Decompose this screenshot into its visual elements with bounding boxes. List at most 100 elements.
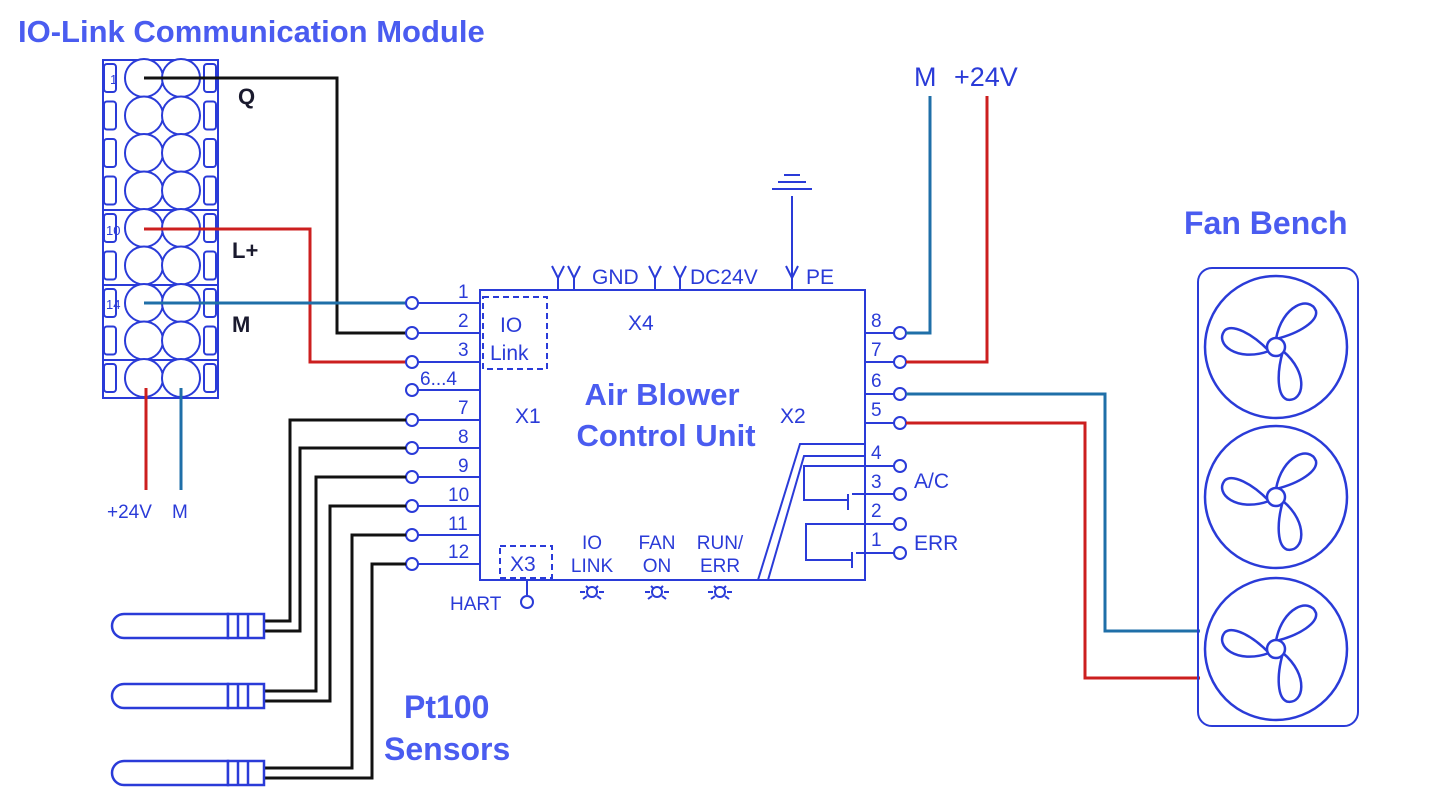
led-fan-on-line1: FAN [639, 533, 676, 554]
signal-q-label: Q [238, 84, 255, 109]
x1-pin-2: 2 [458, 311, 469, 332]
fan-bench-title: Fan Bench [1184, 205, 1348, 241]
sensor-3-wire-b [262, 562, 406, 780]
x2-pin-5: 5 [871, 400, 882, 421]
fan-wire-red [906, 421, 1200, 680]
led-io-link-icon [579, 585, 605, 600]
unit-title-line1: Air Blower [584, 377, 739, 412]
sensor-2-wire-a [262, 475, 406, 693]
sensor-2-probe [110, 682, 266, 710]
led-run-err-line2: ERR [700, 556, 740, 577]
io-link-box-line1: IO [500, 314, 522, 337]
module-terminal-slot [203, 325, 217, 356]
relay-contacts [757, 443, 865, 581]
module-terminal-10: 10 [106, 223, 120, 238]
module-terminal-slot [103, 138, 117, 168]
x4-terminals [551, 174, 812, 290]
x2-pin-7: 7 [871, 340, 882, 361]
signal-m-label: M [232, 312, 250, 337]
wire-lplus-to-x1-3 [144, 227, 412, 364]
module-terminal-screw [161, 320, 201, 361]
module-terminal-slot [103, 63, 117, 93]
x1-pin-11: 11 [448, 514, 468, 535]
sensors-title-line2: Sensors [384, 731, 510, 767]
x1-pin-12: 12 [448, 542, 469, 563]
x3-box [499, 545, 553, 579]
module-terminal-screw [161, 170, 201, 211]
fan-wire-blue [906, 392, 1200, 633]
module-terminal-slot [103, 175, 117, 206]
module-terminal-screw [124, 320, 164, 361]
x1-pin-3: 3 [458, 340, 469, 361]
sensor-3-probe [110, 759, 266, 787]
led-fan-on-icon [644, 585, 670, 600]
sensors-title-line1: Pt100 [404, 689, 489, 725]
x2-pin-6: 6 [871, 371, 882, 392]
sensor-1-wire-a [262, 418, 406, 623]
sensor-3-wire-a [262, 533, 406, 770]
sensor-1-wire-b [262, 446, 406, 633]
supply-m-wire [906, 96, 932, 335]
module-terminal-slot [203, 175, 217, 206]
relay-err-label: ERR [914, 532, 958, 555]
x2-pin-4: 4 [871, 443, 882, 464]
x2-pin-3: 3 [871, 472, 882, 493]
signal-lplus-label: L+ [232, 238, 258, 263]
sensor-2-wire-b [262, 504, 406, 703]
io-link-box [482, 296, 548, 370]
led-run-err-line1: RUN/ [697, 533, 744, 554]
io-link-module [102, 58, 219, 399]
x4-dc24v-label: DC24V [690, 266, 758, 289]
module-terminal-14: 14 [106, 297, 120, 312]
x1-pin-10: 10 [448, 485, 469, 506]
x4-label: X4 [628, 312, 654, 335]
module-terminal-1: 1 [110, 72, 117, 87]
x2-pin-1: 1 [871, 530, 882, 551]
module-terminal-screw [124, 170, 164, 211]
supply-24v-wire [906, 96, 989, 364]
x2-pins [865, 326, 907, 560]
unit-title-line2: Control Unit [576, 418, 755, 453]
io-link-box-line2: Link [490, 342, 529, 365]
wire-q-to-x1-2 [144, 76, 412, 335]
led-fan-on-line2: ON [643, 556, 672, 577]
x1-pins [405, 296, 480, 571]
module-terminal-screw [124, 358, 164, 398]
module-terminal-slot [103, 288, 117, 318]
module-terminal-slot [103, 363, 117, 393]
hart-label: HART [450, 594, 502, 615]
fan-bench [1197, 267, 1359, 727]
module-terminal-screw [161, 245, 201, 286]
supply-m-label: M [914, 62, 937, 92]
module-terminal-screw [161, 133, 201, 173]
x1-pin-6-4: 6...4 [420, 369, 457, 390]
x4-pe-label: PE [806, 266, 834, 289]
module-supply-24v-label: +24V [107, 502, 152, 523]
module-terminal-slot [203, 100, 217, 131]
hart-pin [520, 595, 534, 609]
module-terminal-screw [124, 245, 164, 286]
sensor-1-probe [110, 612, 266, 640]
x1-label: X1 [515, 405, 541, 428]
module-terminal-screw [161, 95, 201, 136]
x1-pin-1: 1 [458, 282, 469, 303]
module-terminal-slot [103, 250, 117, 281]
led-io-link-line2: LINK [571, 556, 614, 577]
led-io-link-line1: IO [582, 533, 602, 554]
module-terminal-screw [124, 95, 164, 136]
relay-ac-label: A/C [914, 470, 949, 493]
module-terminal-slot [203, 250, 217, 281]
x1-pin-9: 9 [458, 456, 469, 477]
x2-pin-2: 2 [871, 501, 882, 522]
module-terminal-slot [103, 213, 117, 243]
module-terminal-screw [124, 133, 164, 173]
module-terminal-slot [103, 100, 117, 131]
x3-label: X3 [510, 553, 536, 576]
x1-pin-8: 8 [458, 427, 469, 448]
module-supply-m-label: M [172, 502, 188, 523]
air-blower-control-unit [479, 289, 866, 581]
x4-gnd-label: GND [592, 266, 639, 289]
module-terminal-slot [203, 138, 217, 168]
x2-label: X2 [780, 405, 806, 428]
